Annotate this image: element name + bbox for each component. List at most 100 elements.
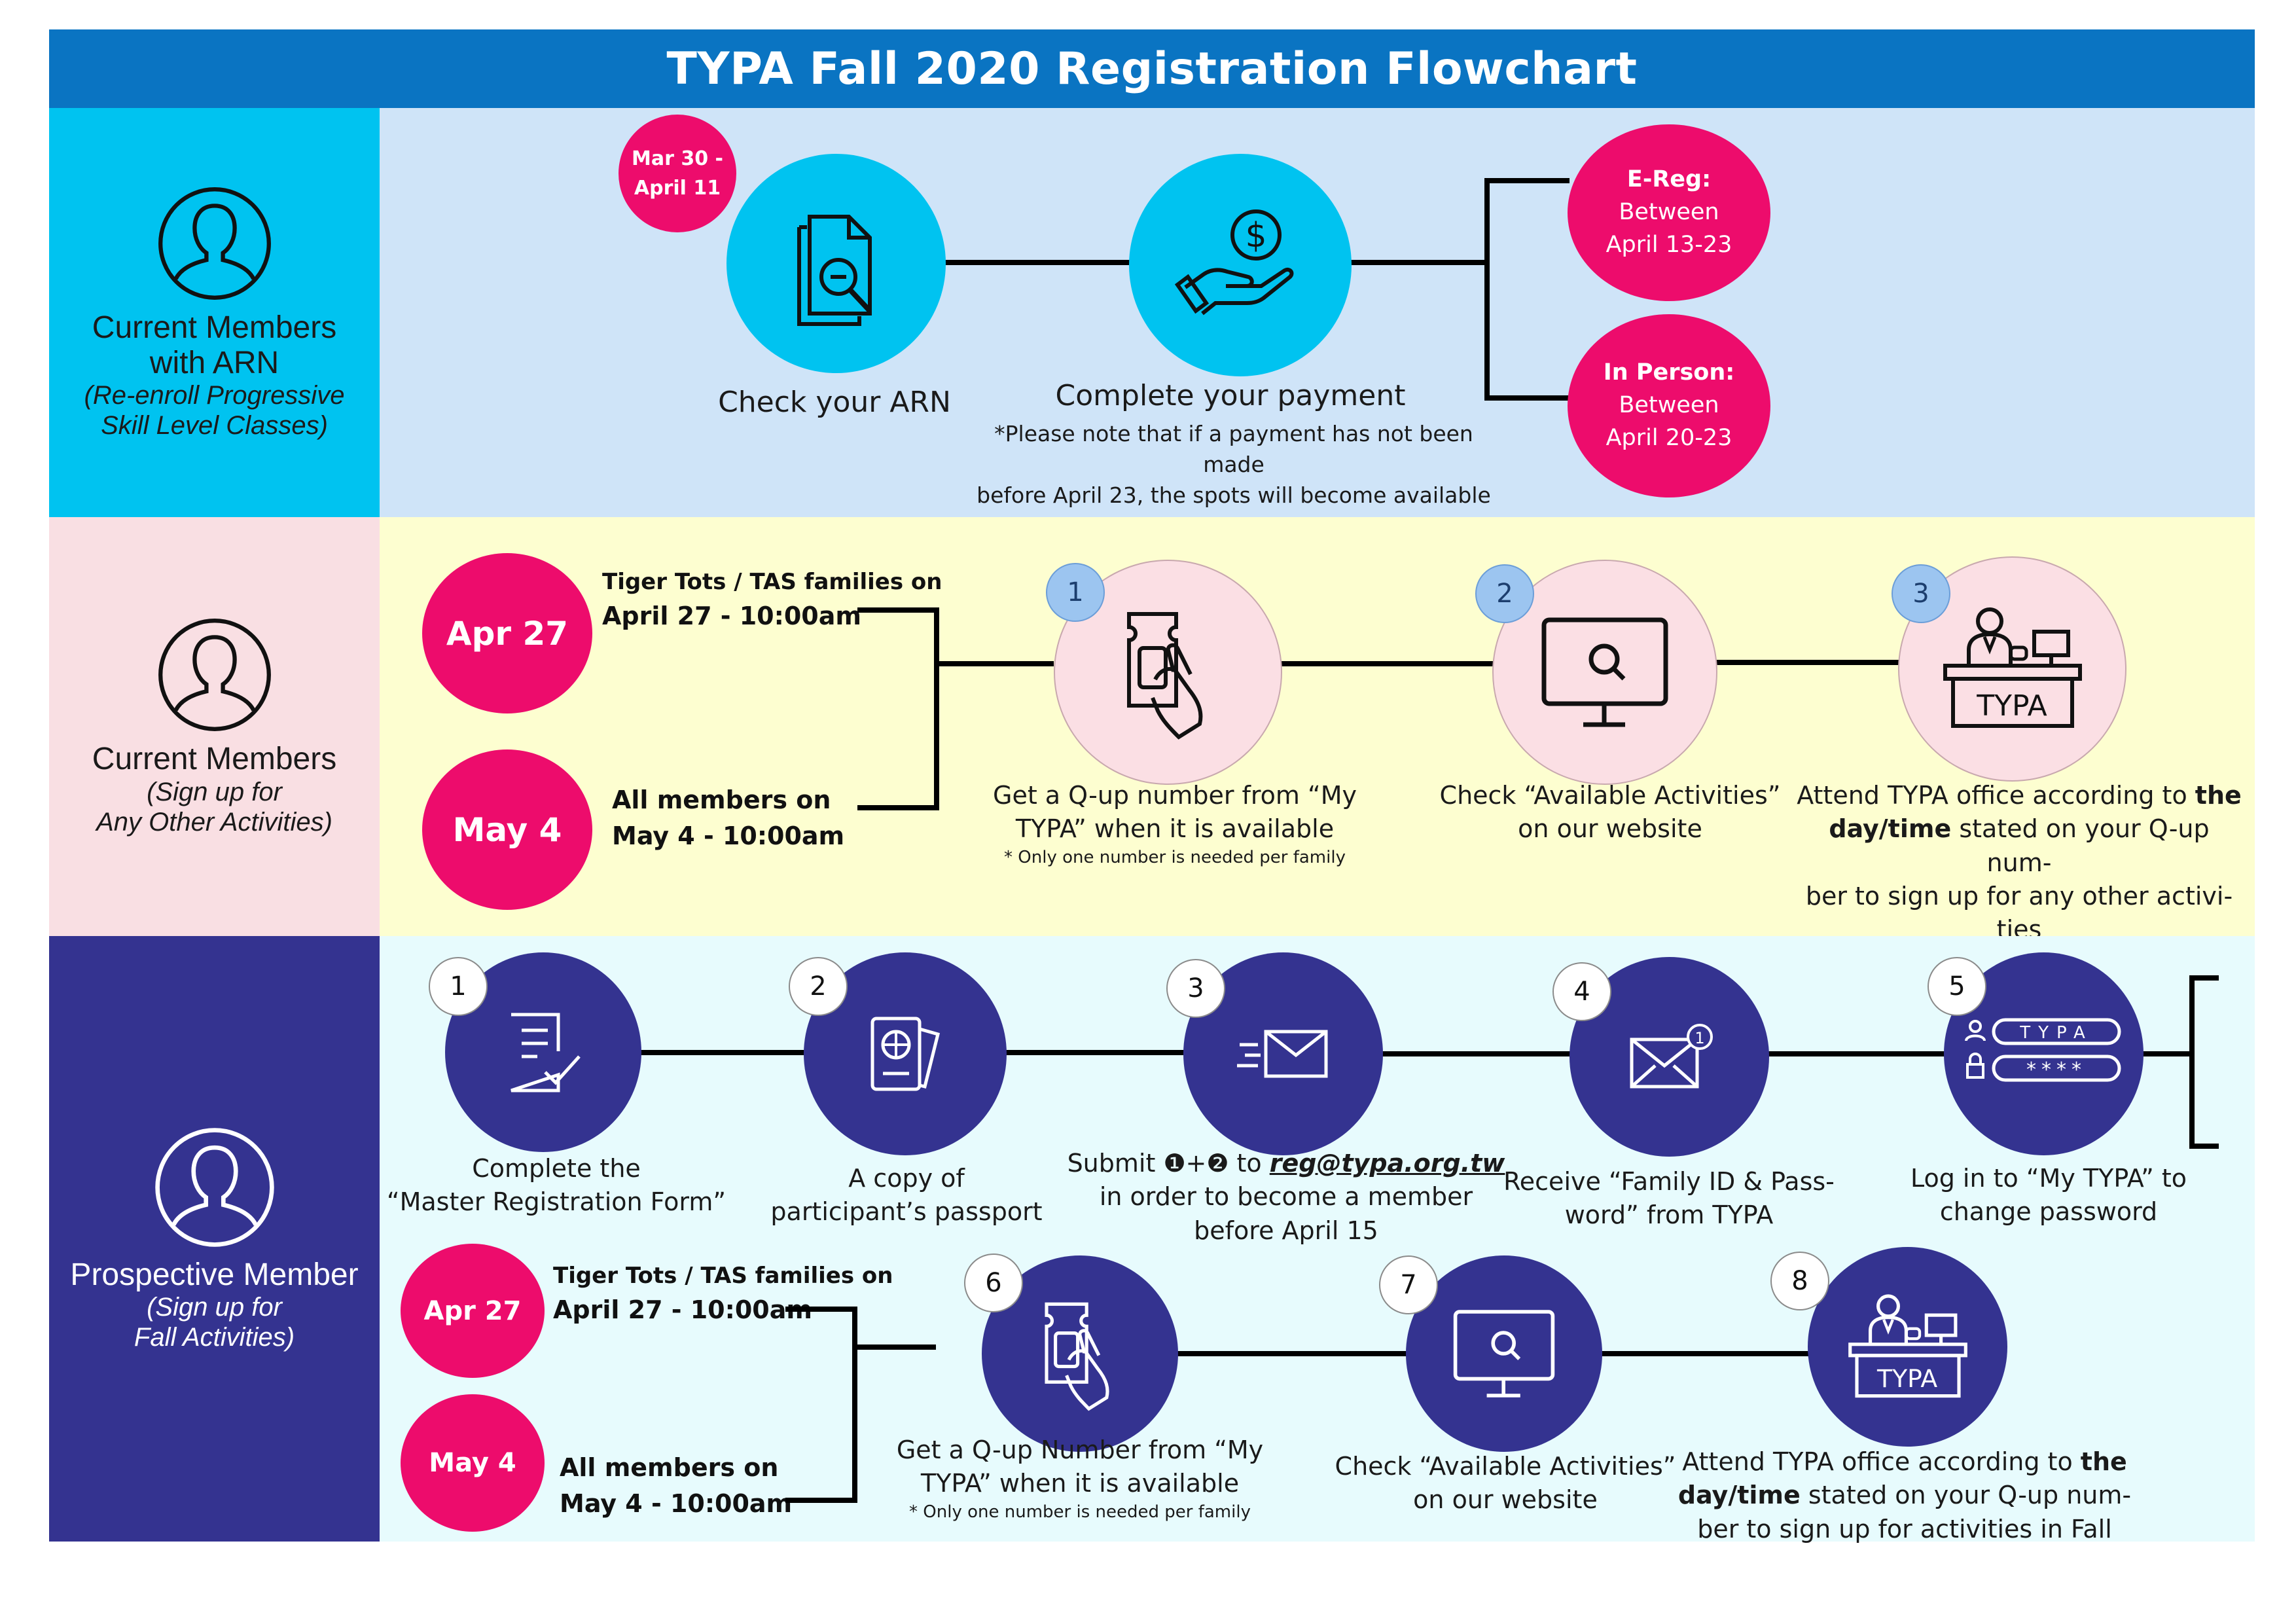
row3-step4-number: 4 [1552,962,1611,1021]
row3-step3-pre: Submit ❶+❷ to [1067,1149,1270,1178]
row3-step8-bold1: the [2080,1447,2127,1476]
row1-connector-2 [1348,260,1489,265]
row1-bracket-bottom [1484,395,1570,401]
row3-step7-line1: Check “Available Activities” [1335,1452,1676,1481]
row3-step8-mid: stated on your Q-up num- [1800,1481,2132,1510]
row2-step3-bold1: the [2195,781,2242,810]
row3-bracket-top [785,1307,857,1312]
row3-connector-3 [1381,1051,1574,1056]
row3-step7-caption: Check “Available Activities” on our webs… [1329,1450,1682,1517]
row3-step8-pre: Attend TYPA office according to [1682,1447,2081,1476]
row3-step1-line1: Complete the [472,1154,641,1183]
row3-step5-line2: change password [1939,1197,2158,1227]
row3-side-panel: Prospective Member (Sign up for Fall Act… [49,936,380,1542]
row2-connector-1 [1280,661,1496,666]
row2-date2-label: All members on May 4 - 10:00am [612,782,844,854]
row3-date1-badge: Apr 27 [401,1244,545,1378]
row3-step1-caption: Complete the “Master Registration Form” [380,1152,733,1219]
row1-step2-circle: $ [1129,154,1352,376]
row3-connector-7 [1175,1351,1410,1356]
row2-step3-caption: Attend TYPA office according to the day/… [1793,779,2245,947]
svg-text:$: $ [1245,216,1266,255]
row2-date1-label: Tiger Tots / TAS families on April 27 - … [602,566,942,634]
row2-date2-line1: All members on [612,785,831,814]
row3-date2-badge: May 4 [401,1394,545,1532]
row3-right-bracket-top [2189,975,2219,981]
row2-step1-note: * Only one number is needed per family [1004,847,1346,867]
row1-date-line1: Mar 30 - [632,147,723,170]
inperson-line2: April 20-23 [1605,424,1732,451]
row1-connector-1 [942,260,1139,265]
svg-text:1: 1 [1695,1029,1704,1047]
row3-step3-email[interactable]: reg@typa.org.tw [1269,1149,1505,1178]
person-icon [154,1127,274,1247]
row3-step3-caption: Submit ❶+❷ to reg@typa.org.tw in order t… [1060,1147,1512,1248]
row2-step3-mid: stated on your Q-up num- [1951,814,2210,877]
row3-right-bracket-bottom [2189,1144,2219,1149]
passport-icon [870,1017,941,1091]
row2-step1-caption: Get a Q-up number from “My TYPA” when it… [975,779,1374,869]
row3-step4-line1: Receive “Family ID & Pass- [1503,1167,1835,1196]
row3-step3-line3: before April 15 [1194,1216,1378,1245]
row3-step7-number: 7 [1379,1255,1438,1314]
row2-sub-line2: Any Other Activities) [96,807,332,837]
row3-step7-circle [1406,1255,1602,1452]
monitor-search-icon [1453,1310,1555,1398]
inperson-line1: Between [1619,392,1719,419]
row1-note-line2: before April 23, the spots will become a… [977,482,1491,508]
row3-step8-number: 8 [1770,1252,1829,1310]
row3-step1-line2: “Master Registration Form” [386,1187,726,1217]
row2-step3-number: 3 [1892,564,1950,623]
document-search-icon [797,214,872,326]
inperson-title: In Person: [1603,359,1735,386]
row2-step3-pre: Attend TYPA office according to [1797,781,2195,810]
row2-connector-2 [1712,660,1901,665]
inperson-badge: In Person: Between April 20-23 [1568,314,1770,497]
ticket-hand-icon [1126,612,1202,740]
row2-date1-line1: Tiger Tots / TAS families on [602,569,942,595]
row3-step2-number: 2 [789,957,848,1016]
row3-date1-line2: April 27 - 10:00am [553,1295,812,1325]
monitor-search-icon [1541,617,1668,727]
row2-name: Current Members [92,742,337,777]
row2-step2-number: 2 [1475,564,1534,623]
row3-bracket-bottom [785,1498,857,1503]
row3-step1-number: 1 [429,957,488,1016]
envelope-notification-icon: 1 [1630,1023,1713,1088]
row1-sub-line2: Skill Level Classes) [101,411,328,441]
row3-step5-caption: Log in to “My TYPA” to change password [1885,1162,2212,1229]
row3-step2-line2: participant’s passport [770,1197,1043,1227]
ereg-line2: April 13-23 [1605,231,1732,258]
row2-step1-line2: TYPA” when it is available [1015,814,1335,844]
row3-date1-line1: Tiger Tots / TAS families on [553,1263,893,1289]
row2-date1-badge: Apr 27 [422,553,592,713]
row2-date1-line2: April 27 - 10:00am [602,602,861,631]
row3-sub-line1: (Sign up for [147,1293,282,1322]
row3-step6-line1: Get a Q-up Number from “My [896,1435,1264,1464]
row2-side-panel: Current Members (Sign up for Any Other A… [49,517,380,936]
row3-step6-number: 6 [964,1254,1023,1312]
row3-step4-line2: word” from TYPA [1564,1200,1774,1230]
row3-step5-number: 5 [1928,957,1986,1016]
row1-step2-label: Complete your payment [1055,379,1406,412]
row3-connector-5 [2140,1051,2189,1056]
row3-step6-note: * Only one number is needed per family [909,1502,1251,1522]
row3-connector-1 [638,1050,808,1055]
office-desk-icon: TYPA [1848,1293,1967,1398]
row3-step6-line2: TYPA” when it is available [920,1469,1240,1498]
row2-connector-0 [939,661,1054,666]
row3-step3-line2: in order to become a member [1099,1182,1473,1212]
row3-step3-number: 3 [1166,959,1225,1018]
row2-sub-line1: (Sign up for [147,777,282,806]
row3-sub-line2: Fall Activities) [134,1323,295,1352]
row3-connector-8 [1600,1351,1810,1356]
ereg-title: E-Reg: [1626,166,1712,193]
row3-step4-caption: Receive “Family ID & Pass- word” from TY… [1499,1165,1839,1233]
row1-side-panel: Current Members with ARN (Re-enroll Prog… [49,108,380,517]
row3-date2-line2: May 4 - 10:00am [560,1489,793,1519]
row3-bracket-vertical [852,1307,857,1503]
row1-step1-circle [726,154,946,373]
row2-step2-line1: Check “Available Activities” [1439,781,1781,810]
row2-date2-badge: May 4 [422,749,592,910]
row2-step1-line1: Get a Q-up number from “My [993,781,1357,810]
